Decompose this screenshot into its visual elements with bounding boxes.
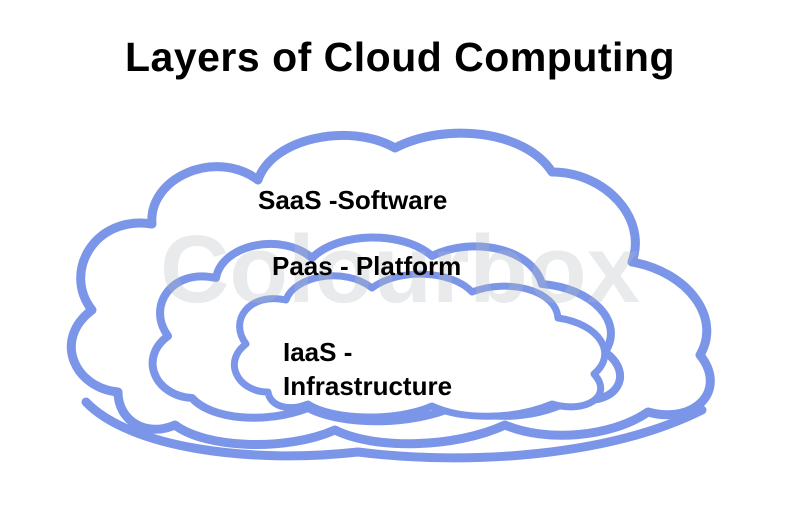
diagram-title: Layers of Cloud Computing [124,34,676,80]
paas-layer-label: Paas - Platform [272,251,462,281]
saas-layer-label: SaaS -Software [258,185,448,215]
iaas-cloud-outline [231,270,609,421]
iaas-layer-label: IaaS - Infrastructure [283,337,453,401]
outer-cloud-bottom-stroke [81,397,707,463]
